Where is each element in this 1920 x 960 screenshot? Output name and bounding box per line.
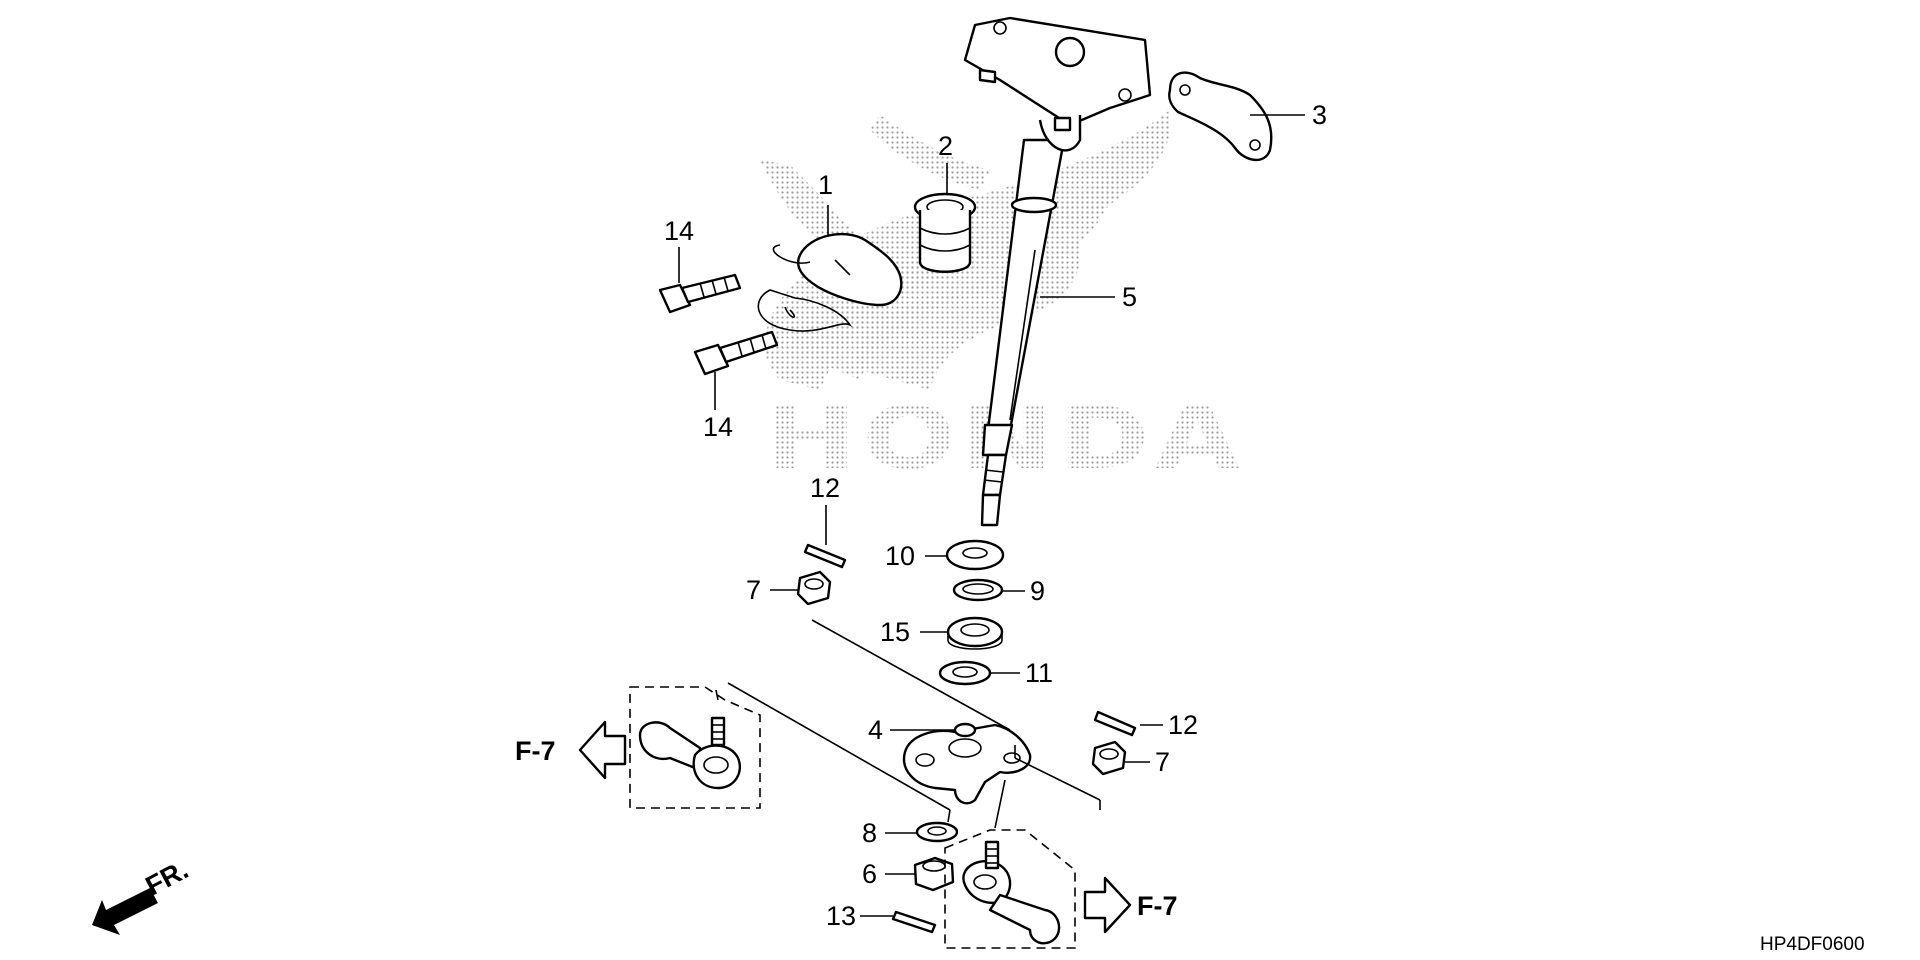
part-2-bushing[interactable] — [913, 192, 977, 273]
svg-text:5: 5 — [1122, 282, 1137, 312]
callout-1: 1 — [818, 170, 833, 235]
svg-text:F-7: F-7 — [515, 736, 556, 766]
callout-8: 8 — [862, 818, 917, 848]
tie-rod-end-right[interactable] — [944, 829, 1076, 949]
part-7-nut-left[interactable] — [796, 570, 832, 606]
part-12-cotter-pin-right[interactable] — [1093, 710, 1137, 737]
svg-text:11: 11 — [1025, 658, 1053, 688]
part-3-shaft-holder[interactable] — [1168, 71, 1273, 162]
part-7-nut-right[interactable] — [1091, 740, 1127, 776]
callout-7-right: 7 — [1125, 747, 1170, 777]
svg-text:1: 1 — [818, 170, 833, 200]
svg-text:12: 12 — [1168, 710, 1198, 740]
direction-arrow-icon — [92, 888, 158, 935]
callout-15: 15 — [880, 617, 948, 647]
svg-text:F-7: F-7 — [1137, 891, 1178, 921]
callout-7-left: 7 — [746, 575, 798, 605]
part-6-nut[interactable] — [913, 856, 955, 892]
callout-6: 6 — [862, 859, 915, 889]
svg-text:7: 7 — [1155, 747, 1170, 777]
callout-4: 4 — [868, 715, 955, 745]
callout-11: 11 — [990, 658, 1053, 688]
tie-rod-end-left[interactable] — [629, 686, 761, 809]
callout-14-lower: 14 — [703, 372, 733, 442]
part-4-steering-arm[interactable] — [902, 722, 1032, 805]
part-13-cotter-pin[interactable] — [891, 910, 937, 934]
reference-right[interactable]: F-7 — [1083, 876, 1178, 934]
part-9-ring[interactable] — [952, 578, 1004, 602]
svg-text:4: 4 — [868, 715, 883, 745]
svg-text:9: 9 — [1030, 576, 1045, 606]
callout-2: 2 — [938, 131, 953, 195]
svg-text:2: 2 — [938, 131, 953, 161]
part-15-bearing[interactable] — [946, 616, 1004, 650]
svg-text:15: 15 — [880, 617, 910, 647]
svg-text:10: 10 — [885, 541, 915, 571]
callout-9: 9 — [1002, 576, 1045, 606]
callout-10: 10 — [885, 541, 947, 571]
front-direction-indicator: FR. — [92, 854, 193, 935]
reference-left[interactable]: F-7 — [515, 720, 627, 780]
part-8-washer[interactable] — [915, 821, 959, 843]
svg-text:14: 14 — [664, 216, 694, 246]
svg-text:12: 12 — [810, 473, 840, 503]
svg-text:3: 3 — [1312, 100, 1327, 130]
callout-13: 13 — [826, 901, 893, 931]
callout-12-left: 12 — [810, 473, 840, 545]
part-12-cotter-pin-left[interactable] — [803, 543, 847, 569]
part-10-seal[interactable] — [945, 539, 1005, 571]
svg-text:7: 7 — [746, 575, 761, 605]
svg-text:14: 14 — [703, 412, 733, 442]
assembly-lines — [715, 619, 1101, 829]
part-5-steering-shaft[interactable] — [963, 16, 1152, 527]
part-11-seal[interactable] — [938, 660, 992, 686]
part-14-bolt-upper[interactable] — [658, 273, 742, 314]
svg-text:8: 8 — [862, 818, 877, 848]
svg-text:6: 6 — [862, 859, 877, 889]
callout-12-right: 12 — [1140, 710, 1198, 740]
svg-text:13: 13 — [826, 901, 856, 931]
callout-5: 5 — [1040, 282, 1137, 312]
callout-3: 3 — [1250, 100, 1327, 130]
diagram-code: HP4DF0600 — [1760, 934, 1865, 955]
callout-14-upper: 14 — [664, 216, 694, 283]
part-1-holder-with-clip[interactable] — [757, 232, 903, 332]
part-14-bolt-lower[interactable] — [693, 330, 779, 376]
